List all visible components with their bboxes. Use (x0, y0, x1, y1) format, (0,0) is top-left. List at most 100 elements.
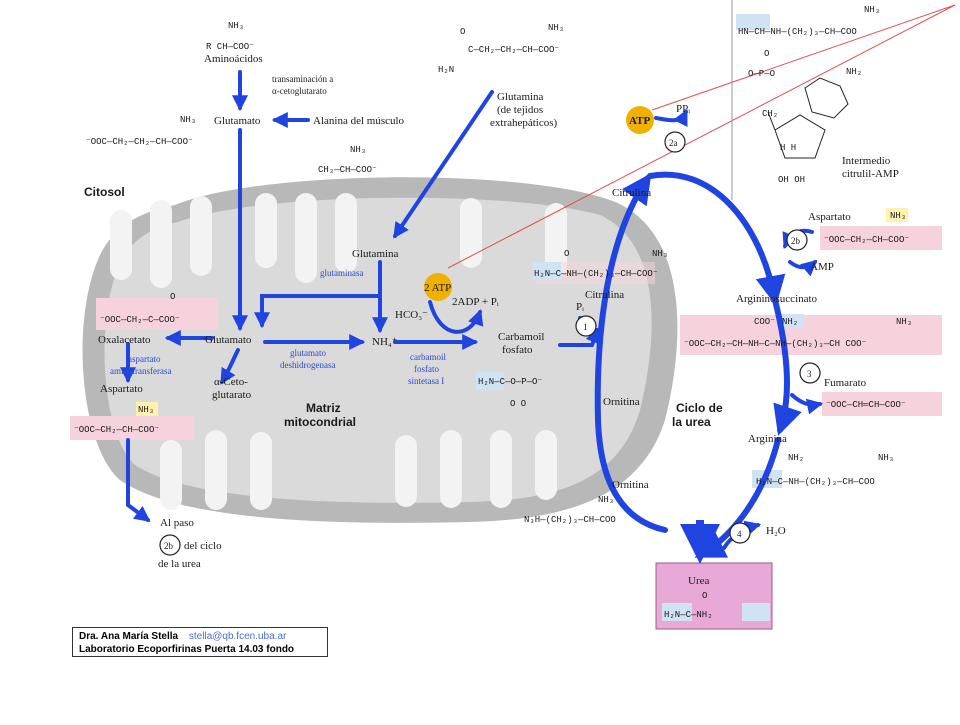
credit-email-link[interactable]: stella@qb.fcen.uba.ar (188, 631, 287, 642)
formula-gln-o: O (460, 27, 465, 37)
formula-gln-chain: C—CH₂—CH₂—CH—COO⁻ (468, 45, 559, 55)
formula-aa-chain: R CH—COO⁻ (206, 42, 254, 52)
label-glutamina-top3: extrahepáticos) (490, 117, 558, 129)
label-h2o: H₂O (766, 525, 786, 537)
label-glutamina-mid: Glutamina (352, 248, 399, 260)
label-amp: AMP (810, 261, 834, 273)
label-alfa-ceto1: α-Ceto- (214, 376, 248, 388)
label-glutamato-top: Glutamato (214, 115, 261, 127)
label-citosol: Citosol (84, 185, 125, 199)
formula-orn-nh3: NH₃ (598, 495, 614, 505)
formula-gln-nh3: NH₃ (548, 23, 564, 33)
label-intermedio1: Intermedio (842, 155, 891, 167)
label-arginina: Arginina (748, 433, 787, 445)
pathway-arrows (120, 70, 824, 550)
formula-as-chain: ⁻OOC—CH₂—CH—NH—C—NH—(CH₂)₃—CH COO⁻ (684, 339, 867, 349)
formula-as-nh3: NH₃ (896, 317, 912, 327)
label-aspartato-right: Aspartato (808, 211, 851, 223)
label-glut-deh2: deshidrogenasa (280, 360, 335, 370)
label-matriz2: mitocondrial (284, 415, 356, 429)
highlight-boxes (70, 14, 942, 630)
label-ornitina-bot: Ornitina (612, 479, 649, 491)
ribose-ring (767, 77, 849, 159)
formula-int-chain: HN—CH—NH—(CH₂)₃—CH—COO (738, 27, 857, 37)
label-glutaminasa: glutaminasa (320, 268, 364, 278)
label-aspartato-amino1: aspartato (128, 354, 161, 364)
label-glutamina-top2: (de tejidos (497, 104, 543, 116)
formula-cp-o: O O (510, 399, 526, 409)
label-aspartato-amino2: aminotransferasa (110, 366, 171, 376)
formula-oxa-o: O (170, 292, 175, 302)
label-step-1: 1 (583, 322, 588, 332)
label-intermedio2: citrulil-AMP (842, 168, 899, 180)
label-alpaso1: Al paso (160, 517, 194, 529)
label-alfa-ceto2: glutarato (212, 389, 252, 401)
label-alpaso2: del ciclo (184, 540, 222, 552)
atp-circle-cycle (626, 106, 654, 134)
label-carbamoil2: fosfato (502, 344, 533, 356)
credit-line-1: Dra. Ana María Stella stella@qb.fcen.uba… (79, 630, 321, 643)
label-oxalacetato: Oxalacetato (98, 334, 151, 346)
label-hco3: HCO₃⁻ (395, 309, 428, 321)
formula-asp-nh3: NH₃ (138, 405, 154, 415)
formula-aspr-chain: ⁻OOC—CH₂—CH—COO⁻ (824, 235, 909, 245)
label-aminoacidos: Aminoácidos (204, 53, 263, 65)
formula-arg-nh3: NH₃ (878, 453, 894, 463)
label-carb-sint1: carbamoil (410, 352, 446, 362)
atp-circle-matrix (424, 273, 452, 301)
formula-urea-chain: H₂N—C—NH₂ (664, 610, 713, 620)
formula-arg-chain: H₂N—C—NH—(CH₂)₃—CH—COO (756, 477, 875, 487)
label-ppi: PPᵢ (676, 103, 690, 115)
step-markers (159, 131, 821, 556)
formula-arg-nh2: NH₂ (788, 453, 804, 463)
label-ciclo1: Ciclo de (676, 401, 723, 415)
cristae (110, 193, 567, 510)
label-alpaso3: de la urea (158, 558, 201, 570)
formula-aspr-nh3: NH₃ (890, 211, 906, 221)
formula-glu-chain: ⁻OOC—CH₂—CH₂—CH—COO⁻ (86, 137, 193, 147)
formula-aa-nh3: NH₃ (228, 21, 244, 31)
credit-box: Dra. Ana María Stella stella@qb.fcen.uba… (72, 627, 328, 657)
formula-int-h: H H (780, 143, 796, 153)
formula-ala-nh3: NH₃ (350, 145, 366, 155)
formula-cit-o: O (564, 249, 569, 259)
formula-oxa-chain: ⁻OOC—CH₂—C—COO⁻ (100, 315, 180, 325)
pointer-lines (447, 4, 956, 269)
formula-as-coo: COO⁻ (754, 317, 775, 327)
formula-int-nh2: NH₂ (846, 67, 862, 77)
label-step-2b-left: 2b (164, 541, 174, 551)
label-ciclo2: la urea (672, 415, 711, 429)
label-transaminacion: transaminación a (272, 74, 333, 84)
label-ornitina-in: Ornitina (603, 396, 640, 408)
label-step-3: 3 (807, 369, 812, 379)
label-citrulina-in: Citrulina (585, 289, 624, 301)
formula-int-o: O (764, 49, 769, 59)
label-nh4: NH₄⁺ (372, 336, 398, 348)
formula-fum-chain: ⁻OOC—CH═CH—COO⁻ (826, 400, 906, 410)
label-fumarato: Fumarato (824, 377, 867, 389)
formula-gln-h2n: H₂N (438, 65, 454, 75)
label-urea: Urea (688, 575, 709, 587)
formula-int-oh: OH OH (778, 175, 805, 185)
label-step-2a: 2a (669, 138, 678, 148)
formula-glu-nh3: NH₃ (180, 115, 196, 125)
label-atp: ATP (629, 115, 650, 127)
formula-ala-chain: CH₃—CH—COO⁻ (318, 165, 377, 175)
label-glut-deh1: glutamato (290, 348, 326, 358)
label-aspartato-left: Aspartato (100, 383, 143, 395)
label-cetoglutarato: α-cetoglutarato (272, 86, 327, 96)
label-glutamato-mid: Glutamato (205, 334, 252, 346)
label-atp2: 2 ATP (424, 282, 451, 294)
label-alanina: Alanina del músculo (313, 115, 405, 127)
label-adp: 2ADP + Pᵢ (452, 296, 499, 308)
label-carbamoil1: Carbamoil (498, 331, 544, 343)
label-pi: Pᵢ (576, 301, 584, 313)
label-carb-sint3: sintetasa I (408, 376, 444, 386)
label-matriz1: Matriz (306, 401, 341, 415)
formula-as-nh2: NH₂ (782, 317, 798, 327)
label-step-4: 4 (737, 529, 742, 539)
label-citrulina-top: Citrulina (612, 187, 651, 199)
formula-cit-chain: H₂N—C—NH—(CH₂)₃—CH—COO⁻ (534, 269, 658, 279)
